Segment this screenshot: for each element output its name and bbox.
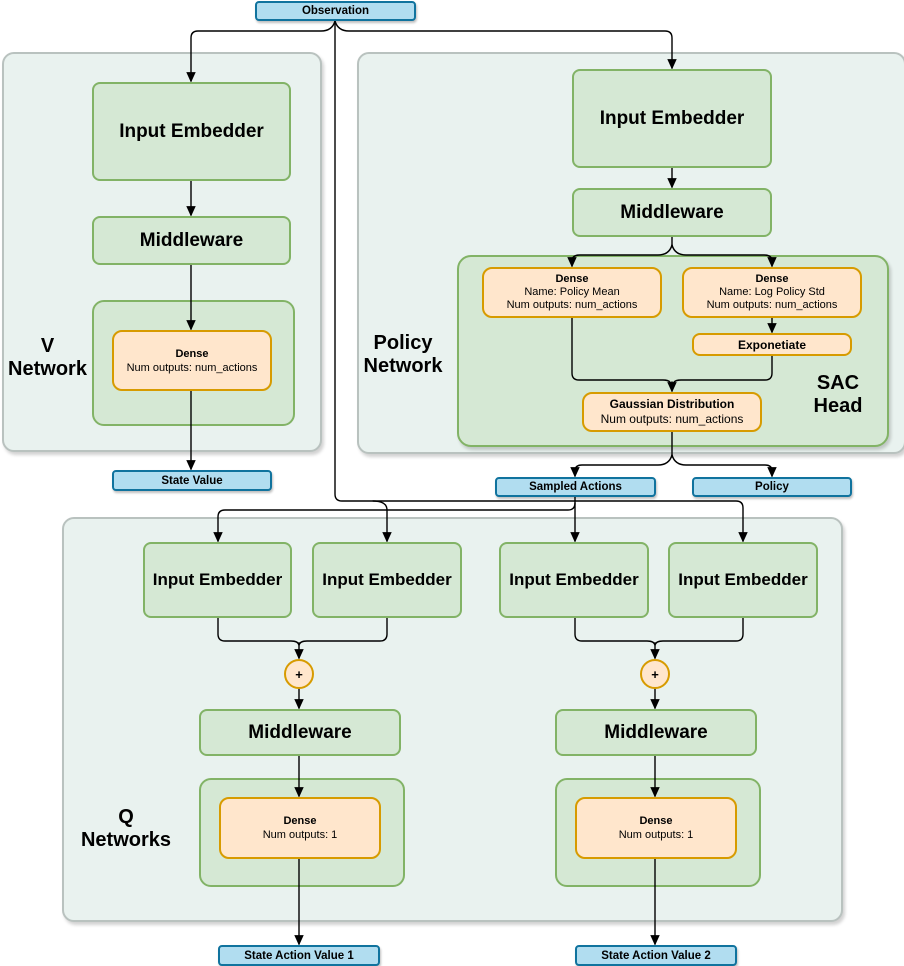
state-value-label: State Value <box>161 474 223 487</box>
q2-plus-icon: + <box>651 666 659 682</box>
policy-network-label: Policy Network <box>343 332 463 378</box>
sampled-actions-node: Sampled Actions <box>495 477 656 497</box>
q2-middleware-node: Middleware <box>555 709 757 756</box>
q2-sum-node: + <box>640 659 670 689</box>
state-action-value-2-node: State Action Value 2 <box>575 945 737 966</box>
q-networks-label: Q Networks <box>66 806 186 852</box>
observation-node: Observation <box>255 1 416 21</box>
gaussian-distribution-node: Gaussian Distribution Num outputs: num_a… <box>582 392 762 432</box>
exponentiate-node: Exponetiate <box>692 333 852 356</box>
policy-output-node: Policy <box>692 477 852 497</box>
policy-middleware-node: Middleware <box>572 188 772 237</box>
sampled-actions-label: Sampled Actions <box>529 481 622 493</box>
gaussian-outputs: Num outputs: num_actions <box>600 412 744 426</box>
q-networks-label-line1: Q <box>118 806 134 828</box>
q1-obs-input-embedder-node: Input Embedder <box>143 542 292 618</box>
q2-dense-subtitle: Num outputs: 1 <box>618 829 694 841</box>
q2-obs-input-embedder-label: Input Embedder <box>509 570 639 589</box>
q2-dense-title: Dense <box>639 815 673 827</box>
dense-log-policy-std-outputs: Num outputs: num_actions <box>706 299 838 311</box>
q1-dense-subtitle: Num outputs: 1 <box>262 829 338 841</box>
v-network-label-line2: Network <box>8 358 87 380</box>
policy-network-label-line1: Policy <box>373 332 433 354</box>
q2-obs-input-embedder-node: Input Embedder <box>499 542 649 618</box>
q1-sum-node: + <box>284 659 314 689</box>
v-dense-node: Dense Num outputs: num_actions <box>112 330 272 391</box>
observation-label: Observation <box>301 5 370 17</box>
policy-output-label: Policy <box>755 481 789 493</box>
q-networks-label-line2: Networks <box>80 829 172 851</box>
gaussian-title: Gaussian Distribution <box>609 397 735 411</box>
q1-middleware-node: Middleware <box>199 709 401 756</box>
q1-plus-icon: + <box>295 666 303 682</box>
q1-action-input-embedder-node: Input Embedder <box>312 542 462 618</box>
v-middleware-label: Middleware <box>139 229 244 251</box>
dense-policy-mean-outputs: Num outputs: num_actions <box>506 299 638 311</box>
state-action-value-2-label: State Action Value 2 <box>601 949 711 962</box>
q1-dense-title: Dense <box>283 815 317 827</box>
q1-dense-node: Dense Num outputs: 1 <box>219 797 381 859</box>
dense-policy-mean-title: Dense <box>555 273 589 285</box>
v-network-label-line1: V <box>40 335 55 357</box>
q1-obs-input-embedder-label: Input Embedder <box>152 570 283 589</box>
dense-log-policy-std-node: Dense Name: Log Policy Std Num outputs: … <box>682 267 862 318</box>
policy-input-embedder-node: Input Embedder <box>572 69 772 168</box>
q2-action-input-embedder-label: Input Embedder <box>678 570 808 589</box>
policy-input-embedder-label: Input Embedder <box>599 107 745 129</box>
state-value-node: State Value <box>112 470 272 491</box>
q1-middleware-label: Middleware <box>248 721 352 743</box>
q2-dense-node: Dense Num outputs: 1 <box>575 797 737 859</box>
v-input-embedder-node: Input Embedder <box>92 82 291 181</box>
v-dense-subtitle: Num outputs: num_actions <box>126 361 258 374</box>
sac-head-label: SAC Head <box>788 372 888 418</box>
dense-policy-mean-node: Dense Name: Policy Mean Num outputs: num… <box>482 267 662 318</box>
v-middleware-node: Middleware <box>92 216 291 265</box>
q1-action-input-embedder-label: Input Embedder <box>322 570 452 589</box>
v-network-label: V Network <box>0 335 95 381</box>
v-input-embedder-label: Input Embedder <box>119 120 264 142</box>
dense-policy-mean-name: Name: Policy Mean <box>524 286 620 298</box>
q2-middleware-label: Middleware <box>604 721 708 743</box>
state-action-value-1-label: State Action Value 1 <box>244 949 354 962</box>
dense-log-policy-std-name: Name: Log Policy Std <box>719 286 825 298</box>
sac-head-label-line1: SAC <box>816 372 860 394</box>
policy-middleware-label: Middleware <box>620 201 724 223</box>
state-action-value-1-node: State Action Value 1 <box>218 945 380 966</box>
policy-network-label-line2: Network <box>363 355 443 377</box>
dense-log-policy-std-title: Dense <box>755 273 789 285</box>
v-dense-title: Dense <box>175 347 209 360</box>
q2-action-input-embedder-node: Input Embedder <box>668 542 818 618</box>
exponentiate-label: Exponetiate <box>737 337 806 352</box>
sac-head-label-line2: Head <box>813 395 863 417</box>
